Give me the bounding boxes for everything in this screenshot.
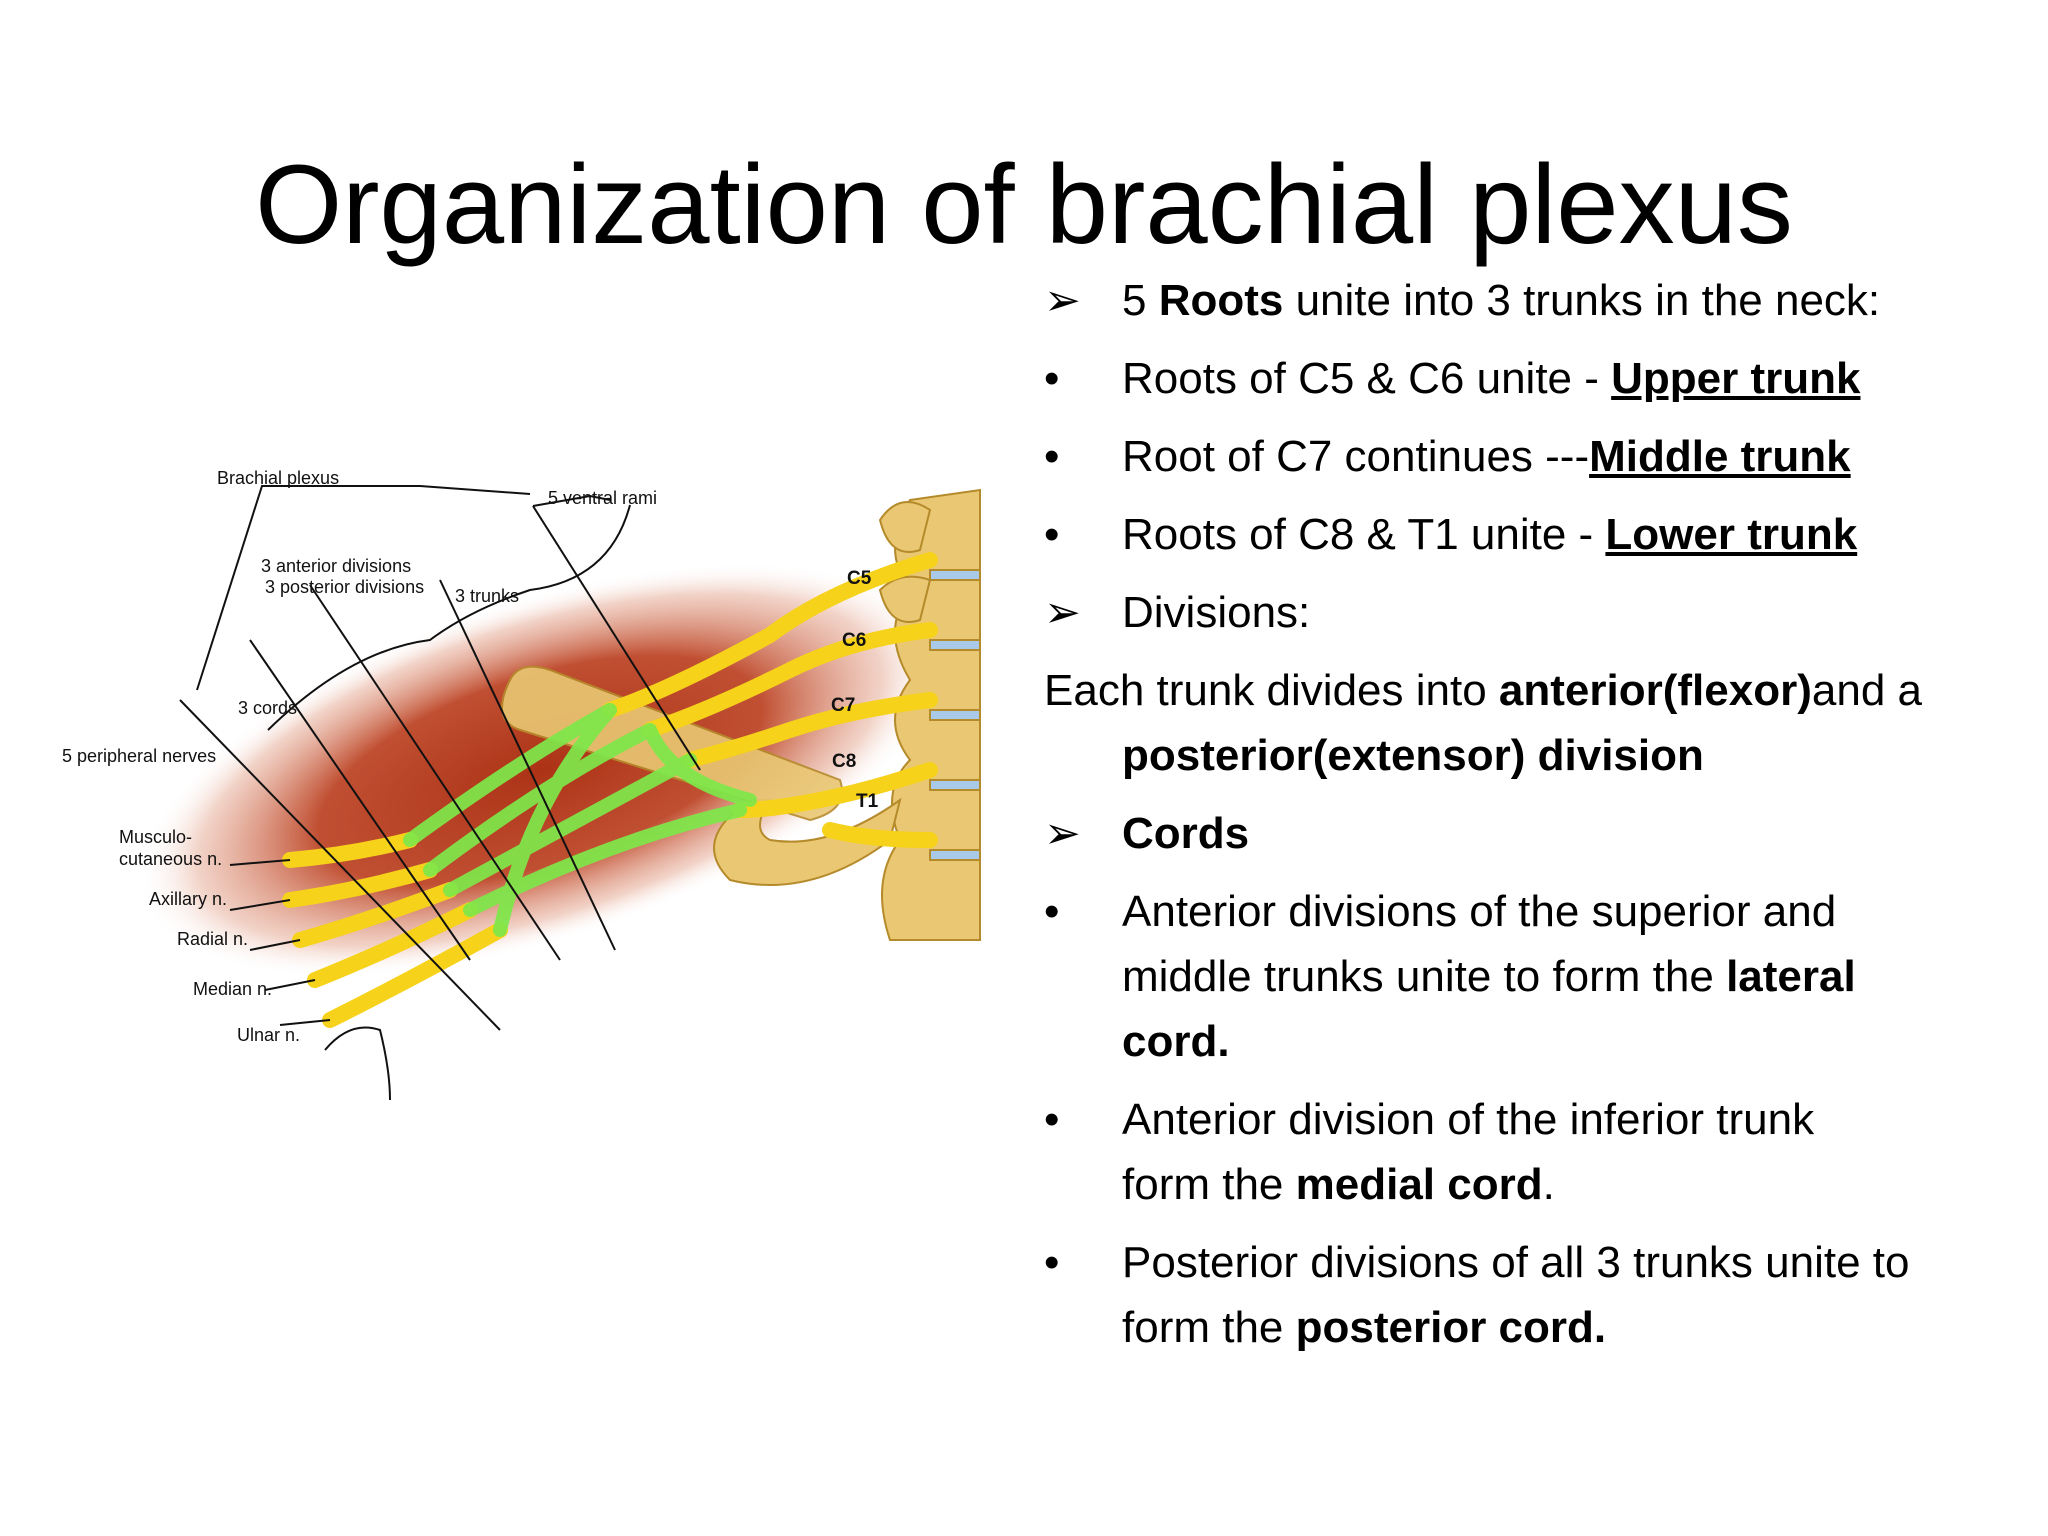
nerves-yellow — [282, 552, 938, 1028]
paragraph-continuation: posterior(extensor) division — [1122, 731, 1704, 780]
label-c7: C7 — [831, 695, 855, 716]
label-musculocutaneous-2: cutaneous n. — [119, 849, 222, 869]
slide-body: ➢ 5 Roots unite into 3 trunks in the nec… — [1044, 268, 2044, 1360]
bullet-icon: • — [1044, 432, 1060, 481]
leader-lines — [179, 485, 701, 1101]
label-axillary: Axillary n. — [149, 889, 227, 909]
label-c6: C6 — [842, 630, 866, 651]
label-cords: 3 cords — [238, 698, 297, 718]
slide-title: Organization of brachial plexus — [255, 142, 1793, 267]
label-peripheral-nerves: 5 peripheral nerves — [62, 746, 216, 766]
label-trunks: 3 trunks — [455, 586, 519, 606]
arrow-bullet-icon: ➢ — [1044, 276, 1081, 325]
list-item: • Anterior divisions of the superior and… — [1044, 879, 2044, 1074]
paragraph: Each trunk divides into anterior(flexor)… — [1044, 666, 1922, 715]
label-ventral-rami: 5 ventral rami — [548, 488, 657, 508]
bullet-icon: • — [1044, 510, 1060, 559]
label-median: Median n. — [193, 979, 272, 999]
muscle-background — [137, 562, 943, 978]
list-item: • Roots of C8 & T1 unite - Lower trunk — [1044, 502, 2044, 567]
bullet-icon: • — [1044, 1095, 1060, 1144]
label-musculocutaneous-1: Musculo- — [119, 827, 192, 847]
arrow-bullet-icon: ➢ — [1044, 809, 1081, 858]
arrow-bullet-icon: ➢ — [1044, 588, 1081, 637]
list-item: ➢ Divisions: — [1044, 580, 2044, 645]
divisions-green — [403, 703, 757, 937]
label-ulnar: Ulnar n. — [237, 1025, 300, 1045]
label-anterior-divisions: 3 anterior divisions — [261, 556, 411, 576]
bullet-icon: • — [1044, 887, 1060, 936]
list-item: ➢ 5 Roots unite into 3 trunks in the nec… — [1044, 268, 2044, 333]
list-item: ➢ Cords — [1044, 801, 2044, 866]
brachial-plexus-illustration: Brachial plexus 5 ventral rami 3 anterio… — [62, 468, 981, 1101]
list-item: • Posterior divisions of all 3 trunks un… — [1044, 1230, 2044, 1360]
label-c8: C8 — [832, 751, 856, 772]
list-item: • Root of C7 continues ---Middle trunk — [1044, 424, 2044, 489]
label-brachial-plexus: Brachial plexus — [217, 468, 339, 488]
bullet-icon: • — [1044, 1238, 1060, 1287]
brachial-plexus-diagram: Brachial plexus 5 ventral rami 3 anterio… — [50, 460, 1010, 1120]
label-t1: T1 — [856, 791, 879, 812]
label-radial: Radial n. — [177, 929, 248, 949]
label-posterior-divisions: 3 posterior divisions — [265, 577, 424, 597]
vertebral-column — [878, 488, 981, 941]
label-c5: C5 — [847, 568, 872, 589]
list-item: • Anterior division of the inferior trun… — [1044, 1087, 2044, 1217]
list-item: • Roots of C5 & C6 unite - Upper trunk — [1044, 346, 2044, 411]
bullet-icon: • — [1044, 354, 1060, 403]
